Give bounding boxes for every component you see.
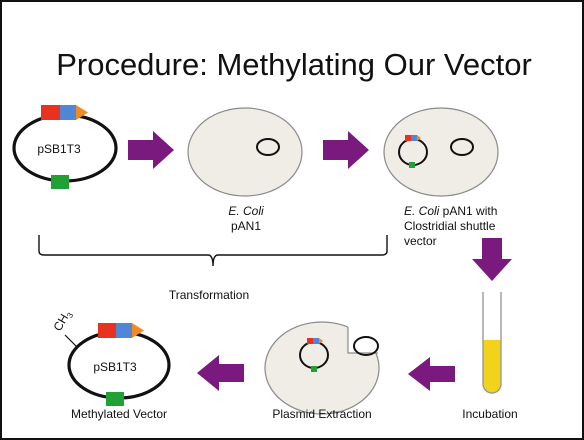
ecoli-with-shuttle-cell <box>383 107 499 197</box>
plasmid-start: pSB1T3 <box>12 105 118 189</box>
segment-red <box>41 105 60 120</box>
methylated-vector-label: Methylated Vector <box>71 407 167 421</box>
transformation-brace <box>38 235 388 267</box>
culture-tube <box>482 292 502 394</box>
arrow-right-2 <box>323 131 369 169</box>
slide-title: Procedure: Methylating Our Vector <box>56 47 532 82</box>
segment-red <box>98 323 116 338</box>
extraction-label: Plasmid Extraction <box>272 407 371 421</box>
tube-outline <box>482 292 502 394</box>
arrow-down <box>472 238 512 281</box>
marker-green <box>106 392 124 406</box>
segment-blue <box>411 135 417 141</box>
shuttle-label-line2: Clostridial shuttle <box>404 219 496 233</box>
segment-orange-arrow <box>132 323 144 338</box>
transformation-label: Transformation <box>169 288 249 302</box>
segment-orange-arrow <box>417 135 421 141</box>
shuttle-label-rest: pAN1 with <box>439 204 497 218</box>
methyl-subscript: 3 <box>65 311 75 320</box>
culture-liquid <box>483 340 501 393</box>
ecoli-label-line1: E. Coli <box>228 204 264 218</box>
methyl-group-label: CH3 <box>50 307 75 334</box>
arrow-left-1 <box>408 357 455 391</box>
incubation-label: Incubation <box>462 407 517 421</box>
shuttle-label-line3: vector <box>404 234 437 248</box>
released-plasmid <box>353 336 379 356</box>
shuttle-label-line1: E. Coli pAN1 with <box>404 204 497 218</box>
marker-green <box>311 366 317 372</box>
plasmid-label: pSB1T3 <box>37 142 81 156</box>
segment-red <box>405 135 411 141</box>
methyl-bond <box>64 334 78 348</box>
segment-orange-arrow <box>76 105 88 120</box>
ecoli-cell <box>187 107 303 197</box>
segment-blue <box>313 338 319 344</box>
segment-red <box>307 338 313 344</box>
arrow-left-2 <box>197 355 244 391</box>
shuttle-label-italic: E. Coli <box>404 204 440 218</box>
ecoli-label-line2: pAN1 <box>231 219 261 233</box>
arrow-right-1 <box>128 131 174 169</box>
plasmid-methylated: CH3 pSB1T3 <box>50 307 171 406</box>
cell-opening-edge <box>347 327 378 354</box>
cell-body-open <box>264 321 380 415</box>
cell-body <box>187 107 303 197</box>
segment-orange-arrow <box>319 338 323 344</box>
plasmid-label: pSB1T3 <box>93 360 137 374</box>
marker-green <box>51 175 69 189</box>
cell-body <box>383 107 499 197</box>
marker-green <box>409 162 415 168</box>
segment-blue <box>60 105 76 120</box>
pan1-plasmid <box>450 138 474 156</box>
pan1-plasmid <box>256 138 280 156</box>
lysed-cell <box>264 321 380 415</box>
segment-blue <box>116 323 132 338</box>
